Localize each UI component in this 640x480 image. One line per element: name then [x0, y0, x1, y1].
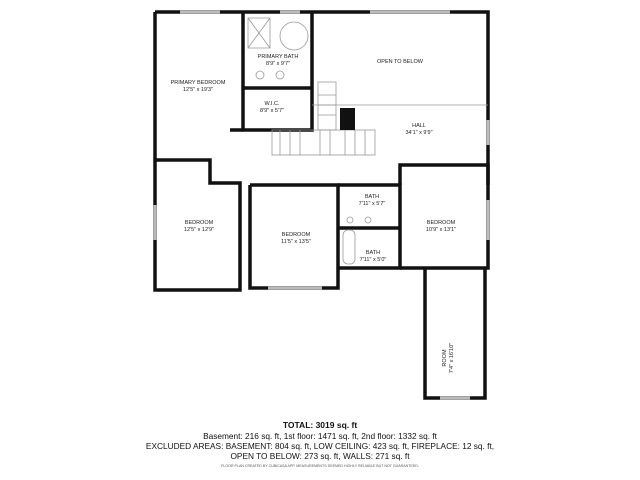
room-name: BATH	[365, 194, 379, 200]
excluded-areas-cont: OPEN TO BELOW: 273 sq. ft, WALLS: 271 sq…	[230, 451, 410, 461]
room-name: PRIMARY BATH	[258, 54, 299, 60]
room-name: BEDROOM	[427, 220, 456, 226]
room-name: BEDROOM	[185, 220, 214, 226]
room-size: 11'5" x 13'5"	[281, 239, 311, 245]
stairs	[247, 17, 488, 265]
room-name: HALL	[412, 123, 426, 129]
room-size: 8'9" x 5'7"	[260, 108, 284, 114]
room-size: 7'4" x 16'10"	[449, 343, 455, 373]
room-name: BATH	[366, 250, 380, 256]
room-name: ROOM	[442, 349, 448, 367]
room-name: W.I.C.	[265, 101, 280, 107]
total-area: TOTAL: 3019 sq. ft	[282, 420, 358, 430]
room-size: 7'11" x 5'7"	[359, 201, 386, 207]
room-size: 34'1" x 9'9"	[405, 130, 432, 136]
walls	[153, 10, 490, 400]
room-size: 12'5" x 12'9"	[184, 227, 214, 233]
room-name: PRIMARY BEDROOM	[171, 80, 226, 86]
credit-note: FLOOR PLAN CREATED BY CUBICASA APP. MEAS…	[221, 464, 419, 468]
windows	[153, 10, 490, 400]
room-name: OPEN TO BELOW	[377, 59, 424, 65]
fireplace	[340, 108, 355, 130]
floor-plan: PRIMARY BEDROOM 12'5" x 19'3" PRIMARY BA…	[153, 10, 490, 400]
room-size: 8'9" x 9'7"	[266, 61, 290, 67]
excluded-areas: EXCLUDED AREAS: BASEMENT: 804 sq. ft, LO…	[145, 441, 495, 451]
room-name: BEDROOM	[282, 232, 311, 238]
room-size: 7'11" x 5'0"	[360, 257, 387, 263]
room-size: 10'9" x 13'1"	[426, 227, 456, 233]
room-size: 12'5" x 19'3"	[183, 87, 213, 93]
floor-areas: Basement: 216 sq. ft, 1st floor: 1471 sq…	[203, 431, 437, 441]
